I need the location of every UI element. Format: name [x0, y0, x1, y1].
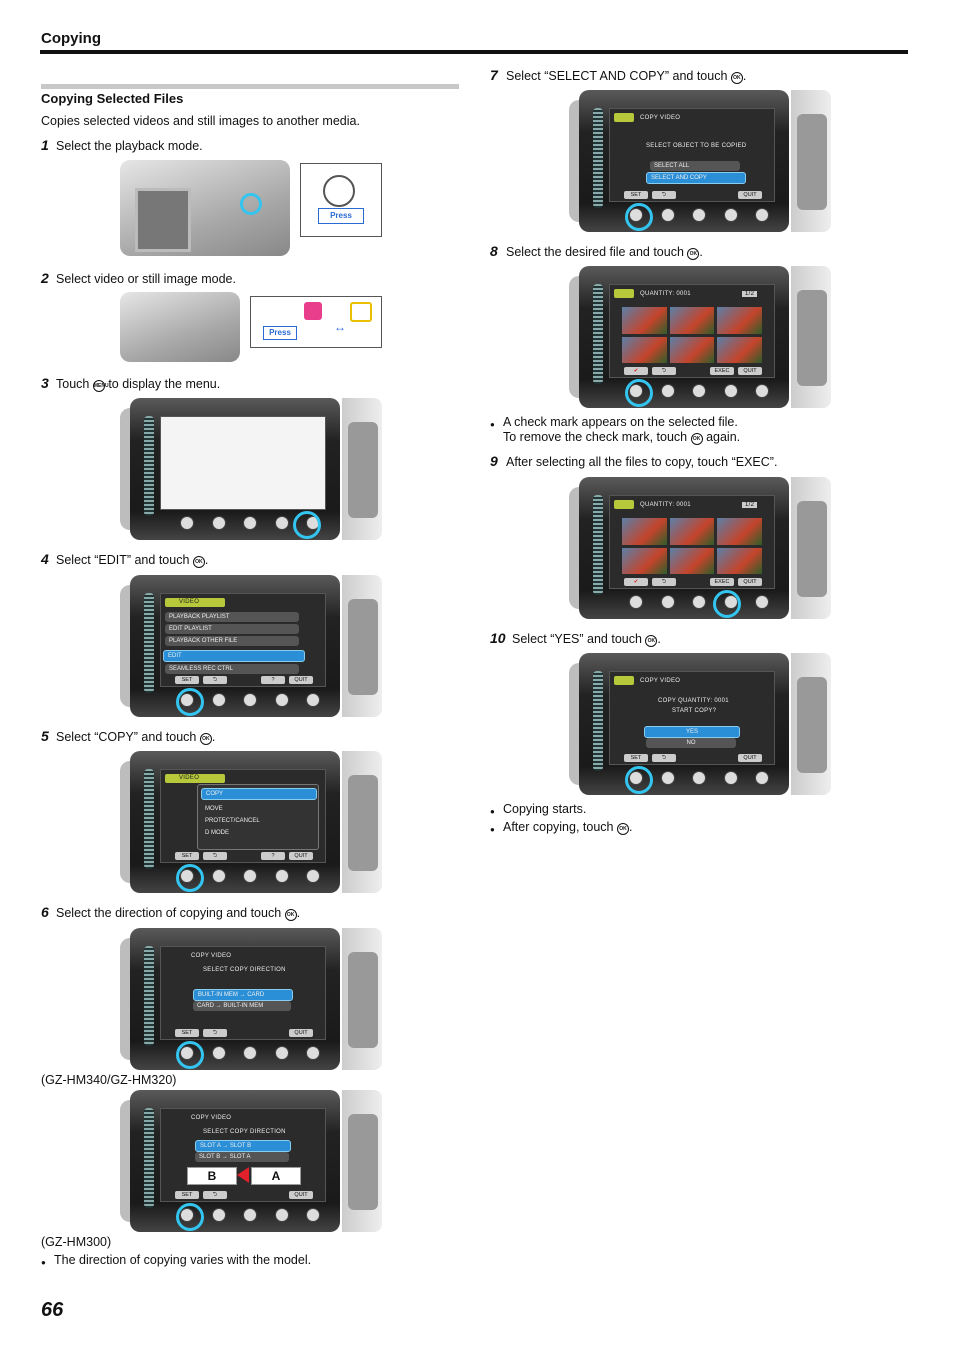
video-mode-icon — [304, 302, 322, 320]
step-number: 7 — [490, 67, 498, 83]
step-text: Select “YES” and touch OK. — [512, 632, 661, 647]
note-direction: The direction of copying varies with the… — [41, 1253, 311, 1270]
camera-screen-confirm: COPY VIDEO COPY QUANTITY: 0001 START COP… — [569, 653, 831, 795]
camera-screen-select: COPY VIDEO SELECT OBJECT TO BE COPIED SE… — [569, 90, 831, 232]
step-text: Select “SELECT AND COPY” and touch OK. — [506, 69, 747, 84]
step-text: Touch MENU to display the menu. — [56, 377, 221, 392]
step-text: Select the direction of copying and touc… — [56, 906, 301, 921]
step-number: 9 — [490, 453, 498, 469]
step-text: Select “EDIT” and touch OK. — [56, 553, 209, 568]
step-text: After selecting all the files to copy, t… — [506, 455, 778, 469]
header-title: Copying — [41, 30, 101, 47]
camera-screen-copy: VIDEO COPY MOVE PROTECT/CANCEL D MODE SE… — [120, 751, 382, 893]
note-remove-check: To remove the check mark, touch OK again… — [503, 430, 741, 445]
check-icon: ✔ — [624, 367, 648, 375]
section-bar — [41, 84, 459, 89]
section-title: Copying Selected Files — [41, 91, 184, 106]
model-label: (GZ-HM340/GZ-HM320) — [41, 1073, 177, 1087]
page-number: 66 — [41, 1299, 64, 1321]
step-text: Select video or still image mode. — [56, 272, 236, 286]
ok-icon: OK — [690, 433, 703, 445]
note-after-copy: After copying, touch OK. — [490, 820, 632, 837]
camera-screen-files: QUANTITY: 0001 1/2 ✔ ⮌ EXEC QUIT — [569, 266, 831, 408]
step-number: 2 — [41, 270, 49, 286]
step-text: Select the playback mode. — [56, 139, 203, 153]
camera-mode-icon — [350, 302, 372, 322]
ok-icon: OK — [284, 909, 297, 921]
step-number: 5 — [41, 728, 49, 744]
ok-icon: OK — [199, 733, 212, 745]
step-number: 6 — [41, 904, 49, 920]
ok-icon: OK — [645, 635, 658, 647]
swap-arrow-icon: ↔ — [334, 320, 346, 334]
step-number: 10 — [490, 630, 506, 646]
camera-screen-blank — [120, 398, 382, 540]
ok-icon: OK — [616, 823, 629, 835]
camera-screen-edit: VIDEO PLAYBACK PLAYLIST EDIT PLAYLIST PL… — [120, 575, 382, 717]
note-copy-starts: Copying starts. — [490, 802, 586, 819]
step-number: 8 — [490, 243, 498, 259]
direction-arrow-icon — [237, 1167, 249, 1183]
step-text: Select “COPY” and touch OK. — [56, 730, 216, 745]
camera-screen-direction-slots: COPY VIDEO SELECT COPY DIRECTION SLOT A … — [120, 1090, 382, 1232]
step-text: Select the desired file and touch OK. — [506, 245, 703, 260]
ok-icon: OK — [192, 556, 205, 568]
check-icon: ✔ — [624, 578, 648, 586]
section-intro: Copies selected videos and still images … — [41, 114, 360, 128]
model-label: (GZ-HM300) — [41, 1235, 112, 1249]
header-rule — [40, 50, 908, 54]
step-number: 4 — [41, 551, 49, 567]
ok-icon: OK — [730, 72, 743, 84]
camera-screen-exec: QUANTITY: 0001 1/2 ✔ ⮌ EXEC QUIT — [569, 477, 831, 619]
note-check-mark: A check mark appears on the selected fil… — [490, 415, 738, 432]
press-label: Press — [263, 326, 297, 340]
menu-icon: MENU — [92, 380, 109, 392]
camera-screen-direction: COPY VIDEO SELECT COPY DIRECTION BUILT-I… — [120, 928, 382, 1070]
step-number: 1 — [41, 137, 49, 153]
ok-icon: OK — [687, 248, 700, 260]
step-number: 3 — [41, 375, 49, 391]
press-label: Press — [318, 208, 364, 224]
